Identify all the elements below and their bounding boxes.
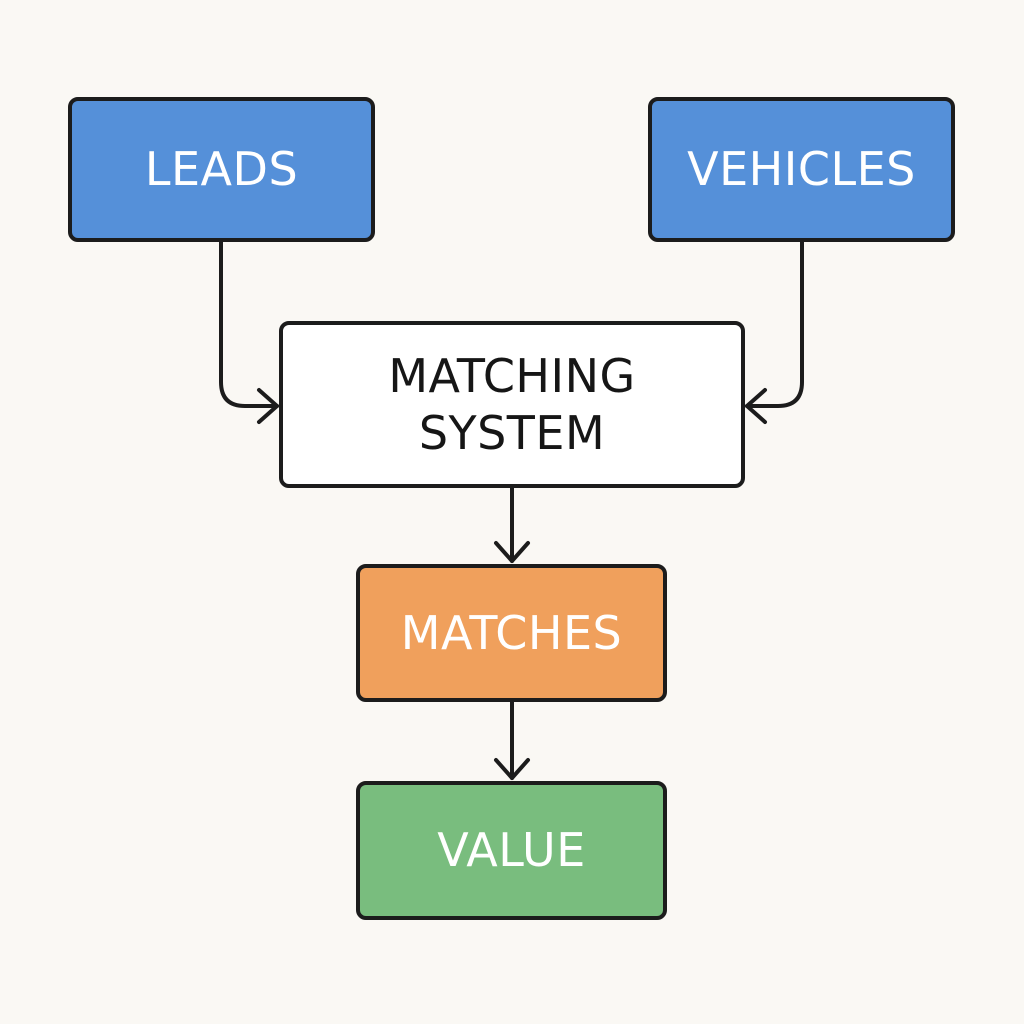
value-label: VALUE (437, 823, 586, 878)
matching-system-node: MATCHING SYSTEM (279, 321, 745, 488)
value-node: VALUE (356, 781, 667, 920)
arrow-vehicles-to-matching-system (745, 240, 804, 408)
vehicles-node: VEHICLES (648, 97, 955, 242)
arrowhead-matching-system-to-matches (494, 541, 530, 563)
matches-label: MATCHES (400, 605, 623, 660)
arrowhead-leads-to-matching-system (257, 388, 279, 424)
arrowhead-matches-to-value (494, 758, 530, 780)
matching-system-label: MATCHING SYSTEM (388, 349, 636, 460)
vehicles-label: VEHICLES (687, 142, 916, 197)
leads-node: LEADS (68, 97, 375, 242)
arrow-leads-to-matching-system (219, 240, 279, 408)
leads-label: LEADS (144, 142, 299, 197)
matches-node: MATCHES (356, 564, 667, 702)
arrowhead-vehicles-to-matching-system (745, 388, 767, 424)
